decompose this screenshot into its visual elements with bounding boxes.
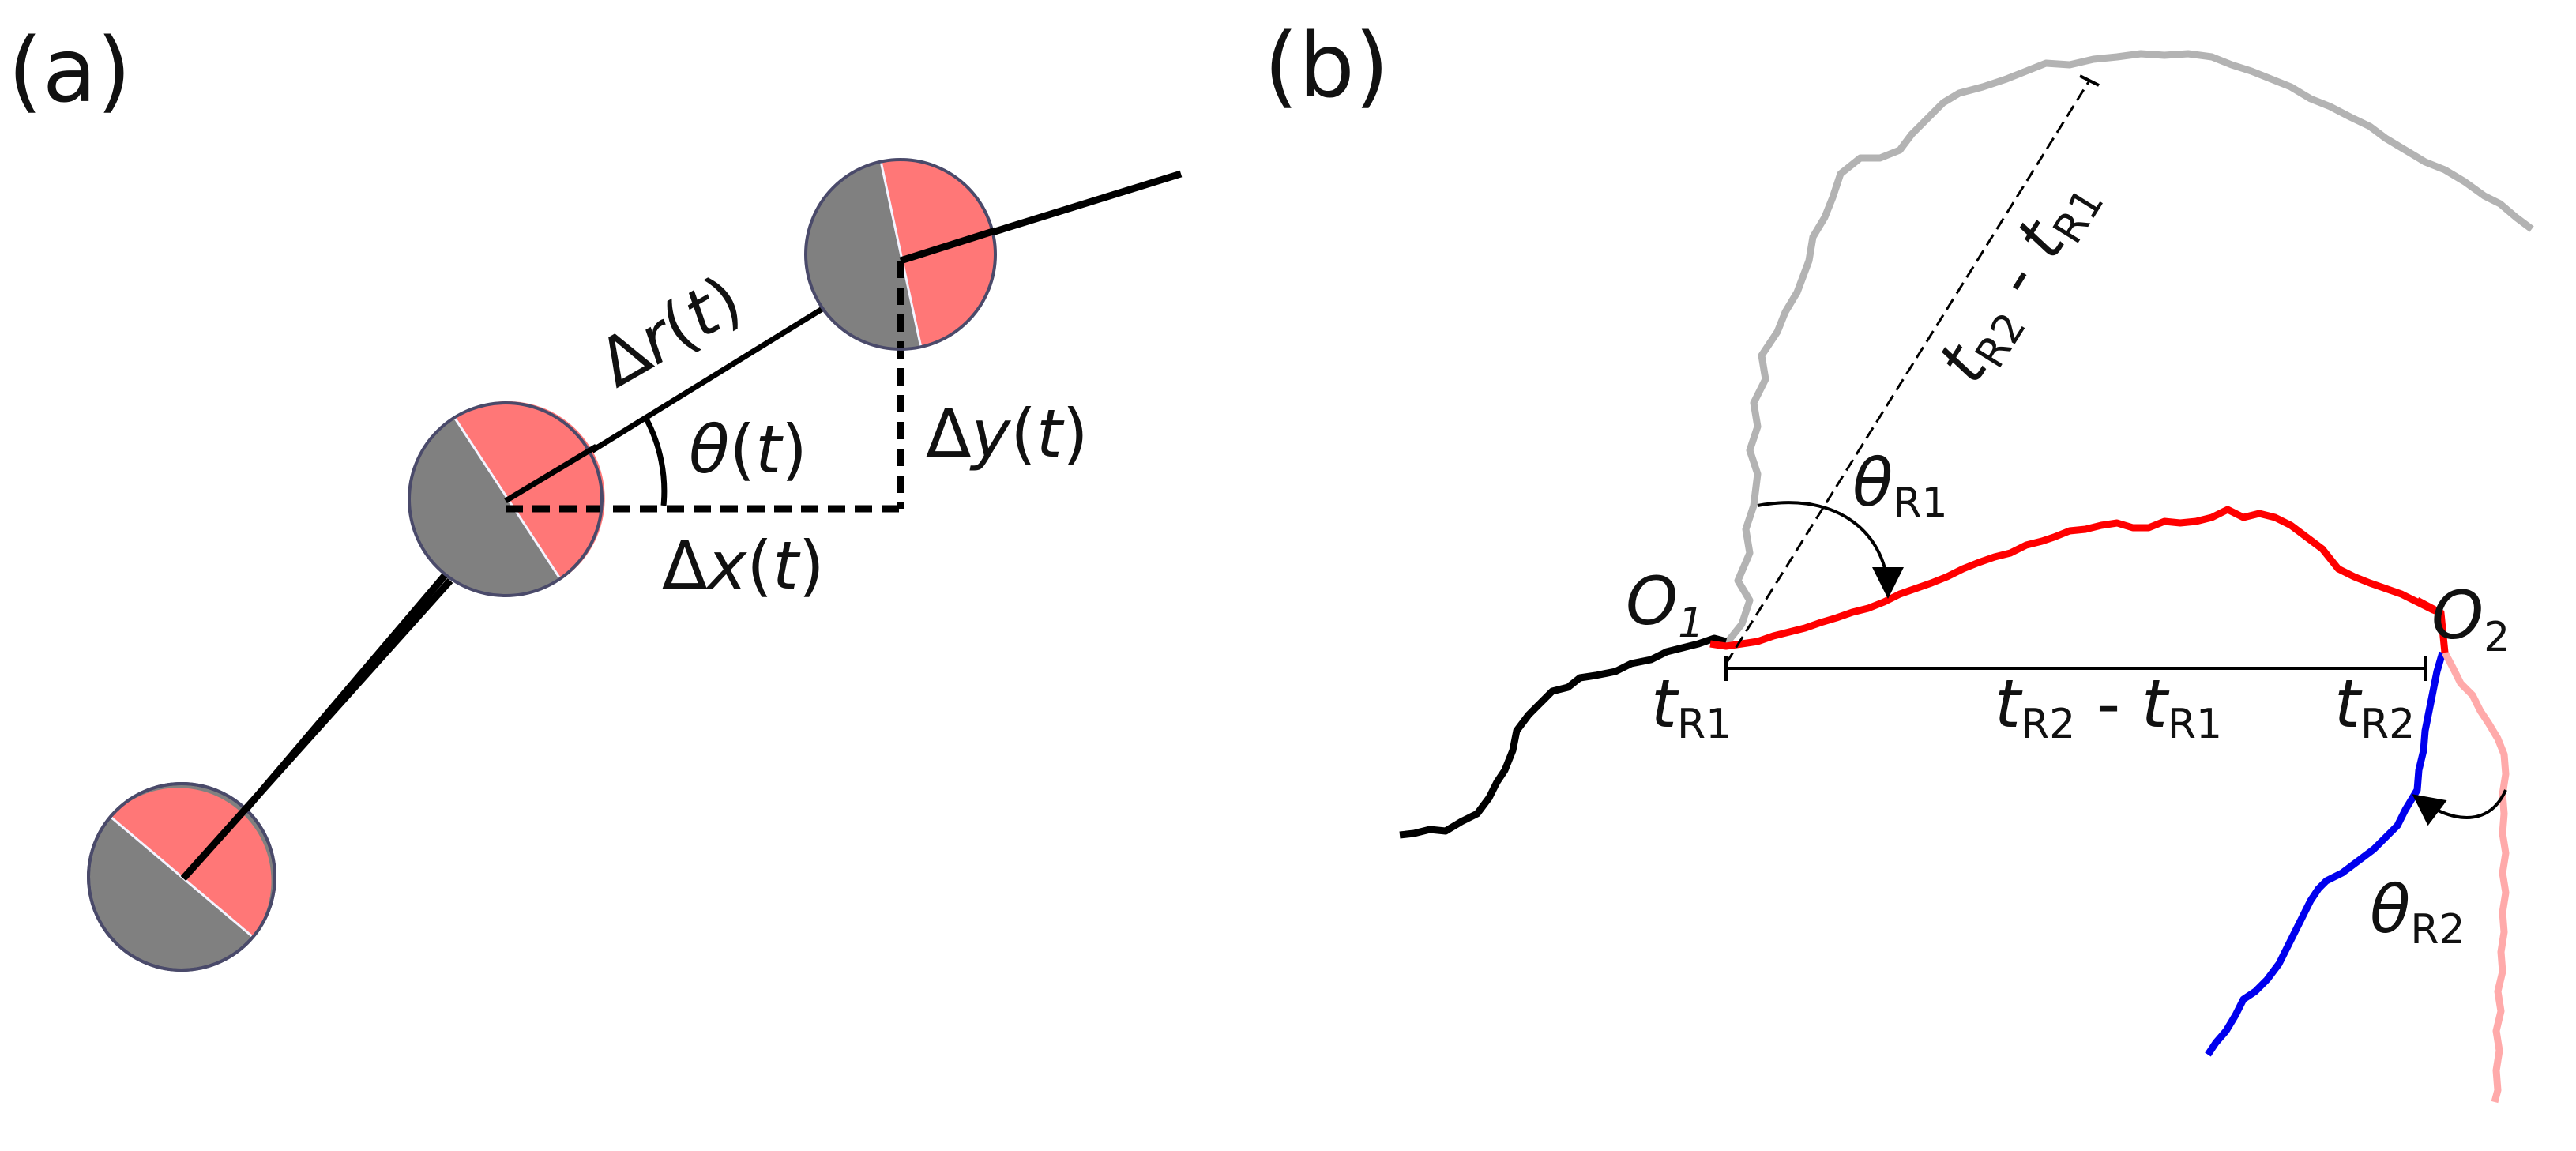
diagonal-tick-top [2079, 74, 2100, 87]
trajectory-overlay-3 [899, 227, 997, 265]
t-r1-label: tR1 [1651, 665, 1732, 748]
delta-x-label: Δx(t) [662, 527, 825, 604]
theta-label: θ(t) [689, 411, 807, 488]
pre-division-track-black [1399, 634, 1728, 839]
trajectory-overlay-1 [180, 577, 453, 882]
horizontal-diff-label: tR2 - tR1 [1995, 665, 2222, 748]
alt-track-r2-pink [2442, 650, 2510, 1104]
theta-r2-arrow [2412, 789, 2507, 826]
track-r2-blue [2205, 651, 2446, 1057]
panel-a-label: (a) [8, 20, 131, 122]
o2-label: O2 [2431, 577, 2510, 661]
theta-angle-arc [643, 417, 668, 506]
panel-b-label: (b) [1264, 15, 1389, 118]
trajectory-overlay-2 [504, 443, 598, 504]
panel-b: (b) O1 O2 tR1 tR2 tR2 - [1264, 15, 2534, 1104]
theta-r2-label: θR2 [2370, 871, 2465, 954]
alt-track-r1-grey [1723, 50, 2534, 646]
delta-r-label: Δr(t) [585, 260, 754, 402]
track-r1-red [1709, 506, 2442, 650]
track-r1-red-end [2415, 597, 2449, 653]
theta-r1-label: θR1 [1852, 444, 1948, 527]
t-r2-label: tR2 [2334, 665, 2415, 748]
cell-3 [804, 158, 997, 351]
theta-r1-arrow [1757, 501, 1904, 599]
diagonal-time-bar [1724, 80, 2091, 664]
panel-a: (a) [8, 20, 1183, 972]
delta-y-label: Δy(t) [926, 395, 1089, 472]
o1-label: O1 [1626, 562, 1704, 647]
